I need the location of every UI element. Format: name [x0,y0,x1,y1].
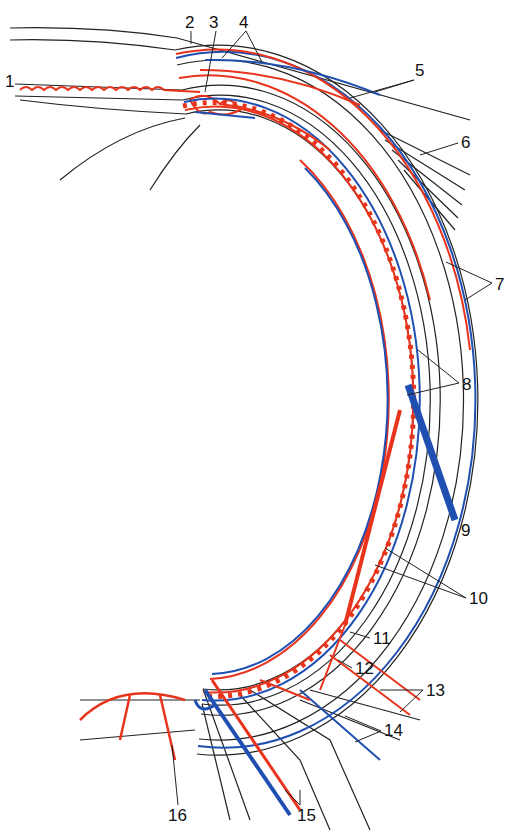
callout-number: 15 [296,807,317,824]
callout-number: 3 [208,14,219,31]
callout-number: 13 [425,682,446,699]
callout-number: 7 [494,276,505,293]
callout-number: 1 [4,73,15,90]
callout-number: 12 [354,660,375,677]
callout-number: 9 [460,522,471,539]
callout-number: 6 [460,134,471,151]
callout-number: 11 [372,630,392,647]
callout-number: 8 [461,376,472,393]
callout-number: 2 [184,14,195,31]
callout-number: 14 [383,722,404,739]
callout-number: 4 [238,14,249,31]
callout-number: 10 [468,590,489,607]
callout-number: 16 [167,807,188,824]
callout-number: 5 [414,62,425,79]
